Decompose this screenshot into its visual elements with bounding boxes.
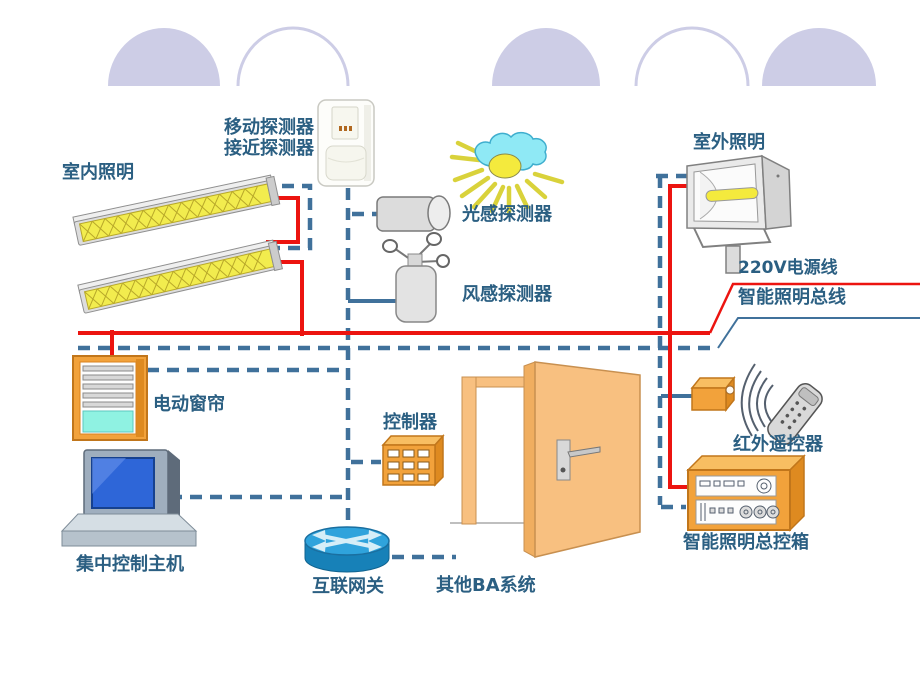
fluorescent-lamp-1	[72, 174, 281, 246]
remote-screen	[798, 387, 819, 407]
dome-filled-2	[492, 28, 600, 86]
wind-sensor-icon	[382, 232, 450, 323]
label-central-host: 集中控制主机	[75, 553, 184, 575]
label-motor-curtain: 电动窗帘	[153, 393, 225, 415]
anemometer-cup	[382, 239, 398, 253]
curtain-slats	[82, 365, 134, 408]
decor-domes	[108, 26, 876, 87]
door-lock-plate	[556, 439, 571, 481]
label-power-line: 220V电源线	[738, 257, 838, 278]
light-sensor-icon	[376, 131, 565, 232]
label-controller: 控制器	[383, 411, 438, 433]
bus-wiring	[78, 173, 920, 560]
sensor-lens-cap	[427, 195, 451, 231]
keyhole	[560, 467, 566, 473]
bus-label-leader	[717, 317, 920, 349]
fluorescent-lamp-2	[77, 239, 284, 314]
label-lighting-bus: 智能照明总线	[738, 286, 846, 308]
label-light-sensor: 光感探测器	[461, 203, 553, 225]
lamp-end-cap	[267, 240, 284, 272]
ir-waves	[740, 363, 774, 437]
central-host-icon	[60, 449, 198, 547]
power-label-leader	[708, 282, 920, 334]
floodlight-tube	[705, 187, 759, 202]
label-proximity-detector: 接近探测器	[224, 137, 315, 159]
ir-receiver-icon	[690, 375, 736, 413]
remote-control-icon	[767, 383, 823, 445]
curtain-icon	[72, 355, 148, 441]
power-wiring	[78, 184, 920, 489]
anemometer-cup	[426, 232, 442, 246]
curtain-glass	[82, 410, 134, 433]
sun-rays	[449, 140, 565, 215]
keypad-buttons	[387, 449, 430, 482]
sun	[488, 153, 522, 179]
label-ir-remote: 红外遥控器	[733, 433, 824, 455]
floodlight-icon	[686, 154, 792, 274]
label-outdoor-lighting: 室外照明	[693, 131, 765, 153]
gateway-icon	[304, 526, 390, 573]
anemometer-body	[395, 265, 437, 323]
floodlight-bracket	[693, 227, 772, 249]
remote-buttons	[780, 401, 807, 430]
label-indoor-lighting: 室内照明	[62, 161, 134, 183]
router-arrows	[321, 534, 371, 548]
pir-window	[331, 106, 359, 140]
host-base-front	[61, 530, 197, 547]
dome-filled-3	[762, 28, 876, 86]
door-handle	[567, 446, 601, 458]
lamp1-power-link	[262, 196, 300, 244]
host-base-top	[60, 513, 198, 532]
controller-icon	[381, 434, 445, 487]
dome-outline-2	[634, 26, 750, 87]
lamp-bus-branch	[273, 183, 313, 251]
master-control-box-icon	[686, 454, 806, 532]
ir-eye	[725, 385, 735, 395]
door-icon	[461, 361, 641, 558]
floodlight-stem	[725, 245, 741, 274]
right-power-riser	[668, 184, 694, 489]
lamp2-power-drop	[272, 260, 304, 336]
label-internet-gateway: 互联网关	[312, 575, 384, 597]
label-wind-sensor: 风感探测器	[462, 283, 553, 305]
door-edge	[523, 361, 536, 558]
door-panel	[534, 361, 641, 558]
anemometer-cup	[436, 254, 450, 268]
pir-lens	[325, 145, 367, 181]
label-other-ba-system: 其他BA系统	[436, 574, 536, 596]
dome-outline-1	[236, 26, 350, 87]
sensor-cylinder	[376, 196, 436, 232]
motion-detector-icon	[317, 99, 375, 187]
dome-filled-1	[108, 28, 220, 86]
label-motion-detector: 移动探测器	[224, 116, 315, 138]
lamp-end-cap	[265, 175, 281, 207]
label-master-control-box: 智能照明总控箱	[683, 531, 809, 553]
door-post	[461, 376, 477, 525]
